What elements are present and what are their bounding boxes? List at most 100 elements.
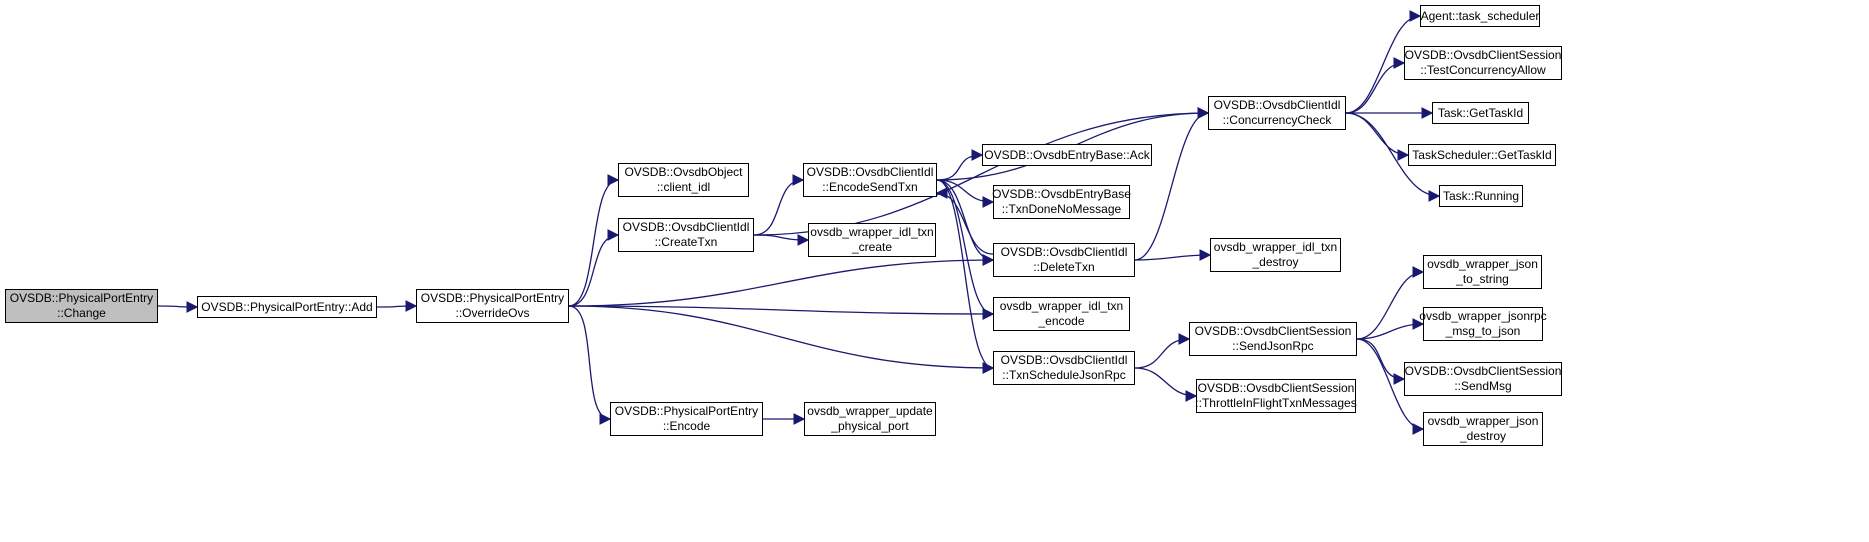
node-label-line: OVSDB::OvsdbEntryBase [992,187,1131,201]
edge-concurrency-to-taskscheduler [1345,10,1422,114]
node-label-line: ovsdb_wrapper_json [1427,257,1538,271]
node-label-line: _to_string [1456,272,1509,286]
node-label-line: ovsdb_wrapper_idl_txn [810,225,934,239]
node-label-line: ovsdb_wrapper_idl_txn [999,299,1124,313]
node-throttle[interactable]: OVSDB::OvsdbClientSession::ThrottleInFli… [1195,379,1357,413]
node-label-line: ovsdb_wrapper_idl_txn [1213,240,1338,254]
node-label-line: OVSDB::OvsdbClientIdl [622,220,750,234]
node-gettaskid[interactable]: Task::GetTaskId [1432,102,1529,124]
edge-encodesend-to-ack [936,149,984,181]
node-label-line: ovsdb_wrapper_update [807,404,933,418]
node-updateport[interactable]: ovsdb_wrapper_update_physical_port [804,402,936,436]
edge-deletetxn-to-concurrency [1134,107,1210,261]
edge-txnschedule-to-sendjsonrpc [1134,333,1191,369]
node-label-line: ::ThrottleInFlightTxnMessages [1195,396,1357,410]
node-label-line: ::ConcurrencyCheck [1222,113,1332,127]
node-txndestroy[interactable]: ovsdb_wrapper_idl_txn_destroy [1210,238,1341,272]
edge-encodesend-to-txnschedule [936,179,995,374]
edge-createtxn-to-encodesend [753,174,805,236]
node-label-line: _physical_port [831,419,909,433]
node-running[interactable]: Task::Running [1439,185,1523,207]
node-txnencode[interactable]: ovsdb_wrapper_idl_txn_encode [993,297,1130,331]
node-label-line: ::TxnDoneNoMessage [1001,202,1122,216]
node-sendmsg[interactable]: OVSDB::OvsdbClientSession::SendMsg [1404,362,1562,396]
node-label-line: _destroy [1252,255,1299,269]
node-label-line: ::SendJsonRpc [1232,339,1314,353]
node-label-line: OVSDB::OvsdbClientIdl [1000,245,1128,259]
node-label-line: OVSDB::OvsdbClientSession [1404,48,1562,62]
node-label-line: Task::GetTaskId [1437,105,1524,120]
node-txnschedule[interactable]: OVSDB::OvsdbClientIdl::TxnScheduleJsonRp… [993,351,1135,385]
edge-concurrency-to-tsgettaskid [1345,112,1410,161]
edge-deletetxn-to-encodesend [935,187,994,255]
edge-overrideovs-to-txnencode [568,305,995,320]
node-label-line: OVSDB::OvsdbEntryBase::Ack [984,147,1150,162]
node-add[interactable]: OVSDB::PhysicalPortEntry::Add [197,296,377,318]
node-jsondestroy[interactable]: ovsdb_wrapper_json_destroy [1423,412,1543,446]
node-taskscheduler[interactable]: Agent::task_scheduler [1420,5,1540,27]
node-label-line: _encode [1038,314,1085,328]
node-label-line: OVSDB::PhysicalPortEntry [9,291,154,305]
node-label-line: ::EncodeSendTxn [822,180,918,194]
node-label-line: Agent::task_scheduler [1420,8,1540,23]
edge-overrideovs-to-clientidl [568,174,620,307]
node-label-line: OVSDB::OvsdbObject [624,165,743,179]
node-label-line: ::TestConcurrencyAllow [1420,63,1546,77]
node-label-line: ::Change [57,306,106,320]
node-ack[interactable]: OVSDB::OvsdbEntryBase::Ack [982,144,1152,166]
edge-sendjsonrpc-to-rpcmsgtojson [1356,318,1425,340]
edge-encodesend-to-txnencode [936,179,995,320]
node-jsontostring[interactable]: ovsdb_wrapper_json_to_string [1423,255,1542,289]
node-txncreate[interactable]: ovsdb_wrapper_idl_txn_create [808,223,936,257]
node-label-line: ovsdb_wrapper_json [1427,414,1539,428]
node-overrideovs[interactable]: OVSDB::PhysicalPortEntry::OverrideOvs [416,289,569,323]
edge-sendjsonrpc-to-jsontostring [1356,266,1425,340]
node-label-line: _msg_to_json [1445,324,1521,338]
edge-txnschedule-to-throttle [1134,367,1198,402]
node-label-line: OVSDB::OvsdbClientSession [1194,324,1352,338]
node-label-line: ::TxnScheduleJsonRpc [1002,368,1126,382]
node-label-line: ::client_idl [656,180,711,194]
node-deletetxn[interactable]: OVSDB::OvsdbClientIdl::DeleteTxn [993,243,1135,277]
edge-deletetxn-to-txndestroy [1134,249,1212,261]
node-createtxn[interactable]: OVSDB::OvsdbClientIdl::CreateTxn [618,218,754,252]
node-testconc[interactable]: OVSDB::OvsdbClientSession::TestConcurren… [1404,46,1562,80]
node-concurrency[interactable]: OVSDB::OvsdbClientIdl::ConcurrencyCheck [1208,96,1346,130]
edge-overrideovs-to-txnschedule [568,305,995,374]
edge-overrideovs-to-createtxn [568,229,620,307]
edge-createtxn-to-txncreate [753,234,810,246]
node-label-line: OVSDB::OvsdbClientIdl [1000,353,1128,367]
node-label-line: OVSDB::OvsdbClientIdl [806,165,934,179]
node-txndone[interactable]: OVSDB::OvsdbEntryBase::TxnDoneNoMessage [992,185,1131,219]
node-label-line: ovsdb_wrapper_jsonrpc [1419,309,1547,323]
node-tsgettaskid[interactable]: TaskScheduler::GetTaskId [1408,144,1556,166]
edge-concurrency-to-running [1345,112,1441,202]
node-rpcmsgtojson[interactable]: ovsdb_wrapper_jsonrpc_msg_to_json [1419,307,1547,341]
edge-concurrency-to-testconc [1345,57,1406,114]
node-label-line: ::SendMsg [1454,379,1512,393]
edge-overrideovs-to-encode [568,305,612,425]
edge-overrideovs-to-deletetxn [568,254,995,307]
node-label-line: OVSDB::PhysicalPortEntry [614,404,759,418]
node-label-line: OVSDB::OvsdbClientSession [1404,364,1562,378]
node-label-line: ::OverrideOvs [455,306,530,320]
edge-encodesend-to-txndone [936,179,995,208]
edge-encodesend-to-deletetxn [936,179,995,266]
node-encode[interactable]: OVSDB::PhysicalPortEntry::Encode [610,402,763,436]
node-label-line: _create [851,240,893,254]
node-label-line: OVSDB::OvsdbClientIdl [1213,98,1341,112]
edge-add-to-overrideovs [376,300,418,312]
node-label-line: _destroy [1459,429,1507,443]
node-label-line: OVSDB::PhysicalPortEntry::Add [201,299,373,314]
node-label-line: ::Encode [662,419,711,433]
edge-sendjsonrpc-to-sendmsg [1356,338,1406,385]
node-label-line: TaskScheduler::GetTaskId [1412,147,1552,162]
edge-change-to-add [157,301,199,313]
node-label-line: ::CreateTxn [654,235,718,249]
node-sendjsonrpc[interactable]: OVSDB::OvsdbClientSession::SendJsonRpc [1189,322,1357,356]
node-change: OVSDB::PhysicalPortEntry::Change [5,289,158,323]
node-label-line: OVSDB::PhysicalPortEntry [420,291,565,305]
node-encodesend[interactable]: OVSDB::OvsdbClientIdl::EncodeSendTxn [803,163,937,197]
node-clientidl[interactable]: OVSDB::OvsdbObject::client_idl [618,163,749,197]
